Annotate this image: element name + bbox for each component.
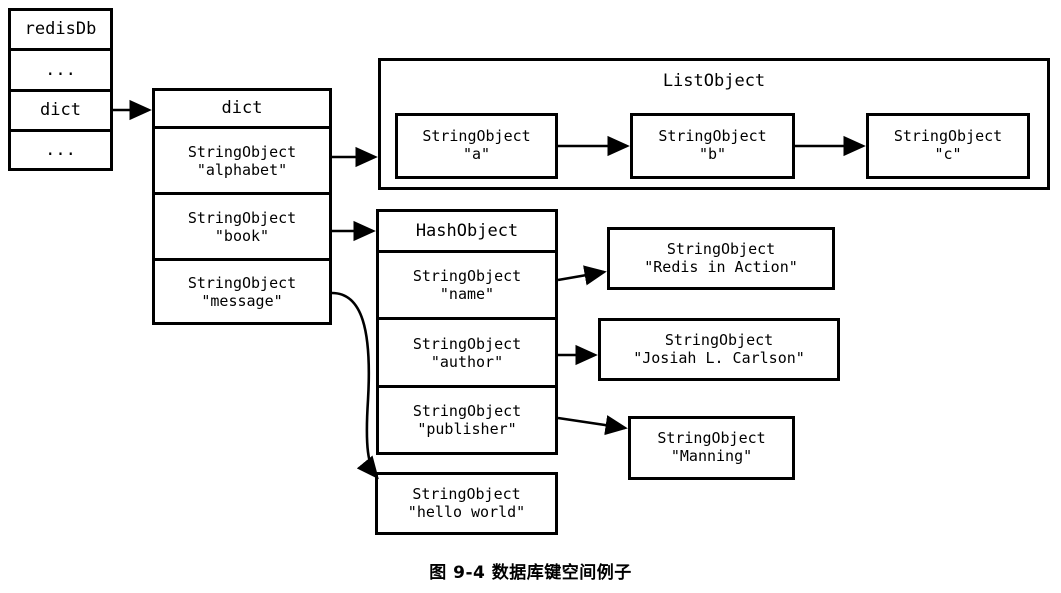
list-object-title: ListObject (662, 71, 766, 91)
hash-object-table: HashObject StringObject "name" StringObj… (376, 209, 558, 455)
list-node-a-value: "a" (462, 145, 491, 163)
hash-value-manning-type: StringObject (657, 429, 766, 448)
list-node-b: StringObject "b" (630, 113, 795, 179)
redisdb-row-ellipsis-top: ... (11, 51, 110, 92)
figure-caption: 图 9-4 数据库键空间例子 (429, 563, 632, 583)
list-node-a-type: StringObject (422, 127, 531, 146)
hash-value-manning: StringObject "Manning" (628, 416, 795, 480)
list-node-c-type: StringObject (893, 127, 1003, 146)
list-node-b-type: StringObject (658, 127, 767, 146)
redisdb-title: redisDb (11, 11, 110, 52)
message-value-value: "hello world" (407, 502, 526, 521)
dict-key-message-value: "message" (201, 291, 283, 310)
arrow-message-to-hello-world (331, 291, 379, 480)
dict-key-message: StringObject "message" (155, 261, 329, 322)
dict-keyspace-table: dict StringObject "alphabet" StringObjec… (152, 88, 332, 325)
hash-value-redis-in-action-value: "Redis in Action" (644, 257, 798, 276)
hash-value-redis-in-action: StringObject "Redis in Action" (607, 227, 835, 290)
list-node-c: StringObject "c" (866, 113, 1030, 179)
arrow-publisher-to-manning (557, 415, 628, 436)
hash-value-josiah-carlson: StringObject "Josiah L. Carlson" (598, 318, 840, 381)
dict-key-alphabet-type: StringObject (187, 142, 297, 161)
hash-value-josiah-carlson-value: "Josiah L. Carlson" (633, 348, 805, 367)
dict-title: dict (155, 91, 329, 129)
hash-value-manning-value: "Manning" (670, 447, 753, 465)
hash-field-publisher-value: "publisher" (417, 420, 517, 438)
hash-field-name-value: "name" (439, 285, 495, 303)
dict-key-book-value: "book" (214, 226, 270, 245)
hash-field-author: StringObject "author" (379, 320, 555, 388)
dict-key-book: StringObject "book" (155, 195, 329, 261)
hash-value-josiah-carlson-type: StringObject (664, 330, 774, 349)
hash-object-title: HashObject (379, 212, 555, 253)
message-value-box: StringObject "hello world" (375, 472, 558, 535)
hash-field-name-type: StringObject (412, 267, 522, 285)
hash-field-publisher: StringObject "publisher" (379, 388, 555, 452)
redisdb-struct: redisDb ... dict ... (8, 8, 113, 171)
hash-field-author-value: "author" (430, 352, 504, 371)
dict-key-alphabet-value: "alphabet" (196, 160, 288, 179)
dict-key-message-type: StringObject (187, 273, 297, 292)
hash-field-name: StringObject "name" (379, 253, 555, 320)
hash-field-author-type: StringObject (412, 334, 522, 353)
hash-value-redis-in-action-type: StringObject (666, 239, 776, 258)
list-node-b-value: "b" (698, 145, 727, 163)
list-node-c-value: "c" (934, 145, 962, 163)
hash-field-publisher-type: StringObject (412, 402, 522, 420)
arrow-name-to-redis-in-action (557, 265, 607, 286)
redisdb-row-ellipsis-bottom: ... (11, 131, 110, 169)
dict-key-alphabet: StringObject "alphabet" (155, 129, 329, 195)
redisdb-row-dict: dict (11, 91, 110, 132)
dict-key-book-type: StringObject (187, 208, 297, 227)
message-value-type: StringObject (412, 484, 521, 503)
list-node-a: StringObject "a" (395, 113, 558, 179)
